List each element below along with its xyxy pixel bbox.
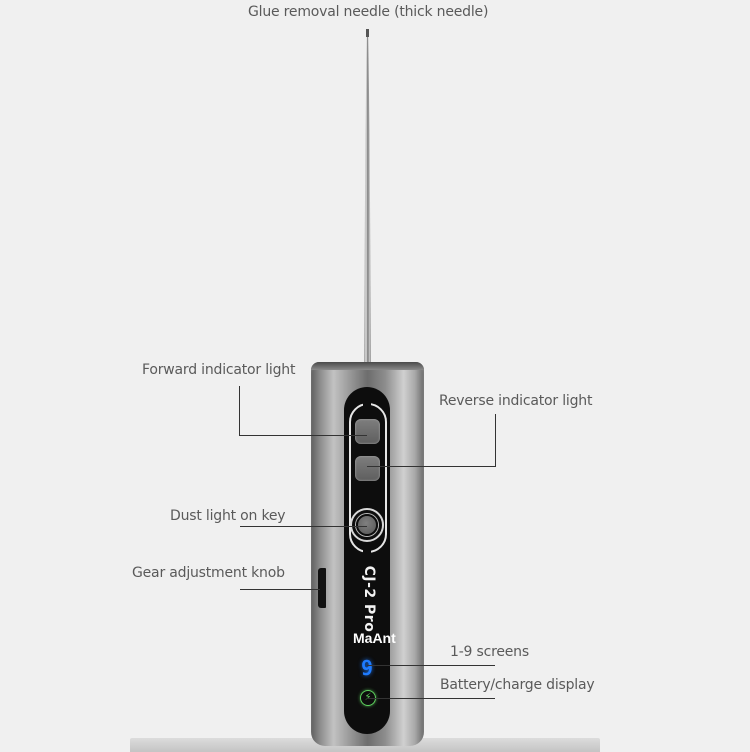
- forward-indicator-light[interactable]: [355, 419, 380, 444]
- leader-line-forward: [239, 386, 240, 436]
- needle-label: Glue removal needle (thick needle): [248, 4, 489, 20]
- gear-knob-label: Gear adjustment knob: [132, 565, 285, 581]
- leader-line-forward: [239, 435, 367, 436]
- leader-line-reverse: [495, 414, 496, 467]
- leader-line-dust-key: [240, 526, 367, 527]
- leader-line-battery: [367, 698, 495, 699]
- leader-line-screens: [367, 665, 495, 666]
- device-top-cap: [311, 362, 424, 370]
- panel-ring-gap: [363, 547, 371, 553]
- model-name: CJ-2 Pro: [361, 565, 377, 633]
- control-panel: [344, 387, 390, 734]
- leader-line-gear-knob: [240, 589, 320, 590]
- panel-ring-gap: [363, 401, 371, 407]
- reverse-indicator-light[interactable]: [355, 456, 380, 481]
- screens-label: 1-9 screens: [450, 644, 529, 660]
- dust-light-key-ring: [350, 508, 384, 542]
- dust-light-key[interactable]: [356, 514, 378, 536]
- brand-logo-text: MaAnt: [353, 630, 396, 646]
- needle-tip: [366, 29, 369, 37]
- brand-logo: MaAnt: [353, 630, 396, 646]
- reverse-light-label: Reverse indicator light: [439, 393, 593, 409]
- gear-display-digit: 9: [360, 656, 374, 680]
- dust-light-key-label: Dust light on key: [170, 508, 286, 524]
- forward-light-label: Forward indicator light: [142, 362, 296, 378]
- battery-label: Battery/charge display: [440, 677, 595, 693]
- glue-removal-needle: [364, 30, 371, 368]
- leader-line-reverse: [367, 466, 496, 467]
- gear-adjustment-knob[interactable]: [318, 568, 326, 608]
